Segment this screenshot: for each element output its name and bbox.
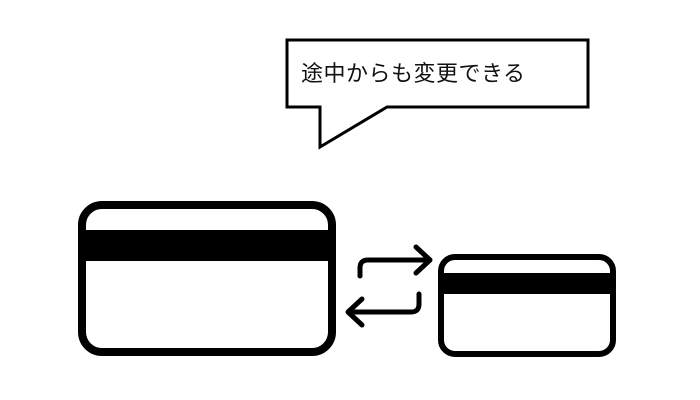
magnetic-stripe (82, 230, 332, 261)
small-card-icon (438, 254, 616, 357)
swap-arrows-icon (345, 244, 433, 328)
large-card-icon (78, 201, 336, 356)
speech-bubble-icon (285, 38, 590, 150)
magnetic-stripe (441, 273, 613, 294)
bubble-caption: 途中からも変更できる (301, 62, 526, 87)
